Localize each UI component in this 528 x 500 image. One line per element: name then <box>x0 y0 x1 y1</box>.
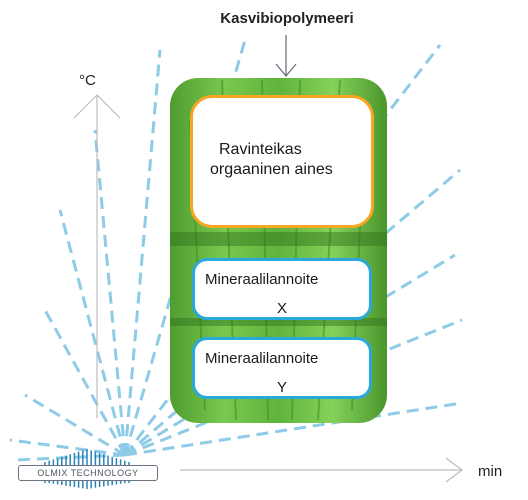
x-axis-arrowhead <box>445 457 463 483</box>
heat-ray-10 <box>43 309 127 456</box>
heat-ray-9 <box>58 209 127 456</box>
mineral-fertilizer-y-sub: Y <box>277 379 288 396</box>
organic-matter-box: Ravinteikas orgaaninen aines <box>190 95 374 228</box>
mineral-fertilizer-x-label: Mineraalilannoite <box>205 271 319 288</box>
mineral-fertilizer-x-sub: X <box>277 300 288 317</box>
heat-ray-12 <box>9 438 126 457</box>
input-arrowhead <box>275 63 297 78</box>
mineral-fertilizer-y-label: Mineraalilannoite <box>205 350 319 367</box>
mineral-fertilizer-x-box: Mineraalilannoite X <box>192 258 372 320</box>
heat-ray-1 <box>123 49 162 456</box>
olmix-technology-logo: OLMIX TECHNOLOGY <box>15 448 159 496</box>
mineral-fertilizer-y-box: Mineraalilannoite Y <box>192 337 372 399</box>
heat-ray-11 <box>24 393 126 457</box>
y-axis-arrowhead <box>73 94 121 119</box>
heat-ray-8 <box>93 129 127 456</box>
x-axis-unit: min <box>478 463 503 480</box>
olmix-logo-bars <box>44 449 130 489</box>
organic-matter-label: Ravinteikas orgaaninen aines <box>210 141 333 178</box>
diagram-title: Kasvibiopolymeeri <box>220 10 354 27</box>
y-axis-unit: °C <box>79 72 96 89</box>
logo-text: OLMIX TECHNOLOGY <box>18 465 158 481</box>
